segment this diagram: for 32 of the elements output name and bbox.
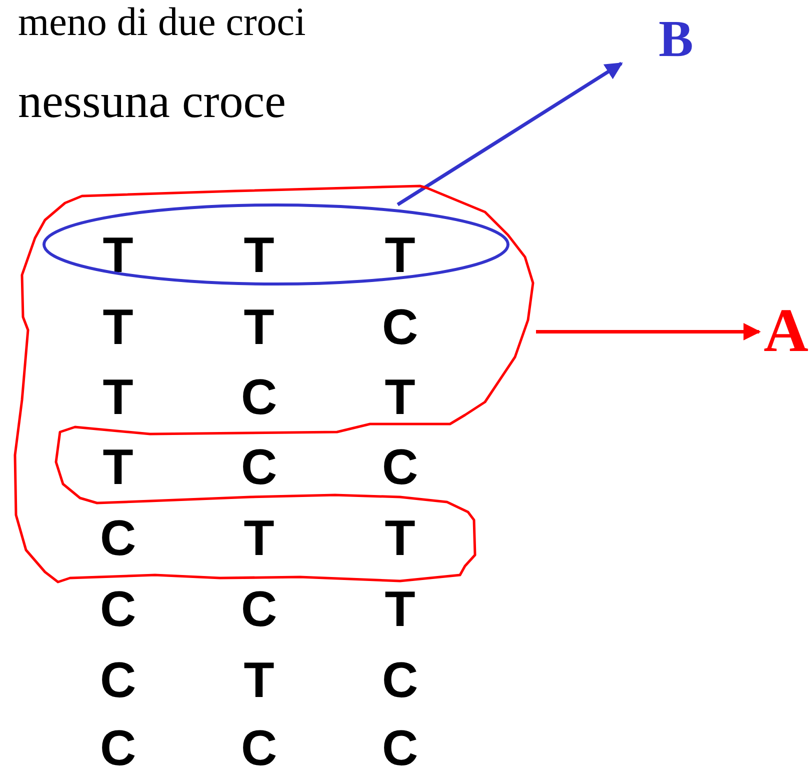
base-letter: T [242,230,276,280]
base-letter: C [98,584,138,634]
base-letter: T [102,230,134,280]
base-letter: C [240,723,278,769]
heading-text: nessuna croce [18,78,286,126]
base-letter: C [380,442,420,492]
base-letter: T [102,372,134,422]
base-letter: C [98,513,138,563]
base-letter: C [240,442,278,492]
node-letter: A [762,300,810,362]
base-letter: T [242,513,276,563]
base-letter: C [240,372,278,422]
base-letter: T [384,372,416,422]
base-letter: T [242,655,276,705]
base-letter: T [242,302,276,352]
base-letter: T [384,584,416,634]
arrow [396,62,623,206]
node-letter: B [650,14,702,66]
base-letter: C [98,655,138,705]
base-letter: C [380,723,420,769]
freehand-loop [12,183,536,585]
base-letter: C [98,723,138,769]
base-letter: C [380,302,420,352]
heading-text: meno di due croci [18,2,306,42]
arrow [536,323,761,340]
base-letter: T [102,302,134,352]
base-letter: T [384,513,416,563]
base-letter: T [384,230,416,280]
ellipse-outline [44,205,508,284]
base-letter: C [380,655,420,705]
base-letter: T [102,442,134,492]
base-letter: C [240,584,278,634]
